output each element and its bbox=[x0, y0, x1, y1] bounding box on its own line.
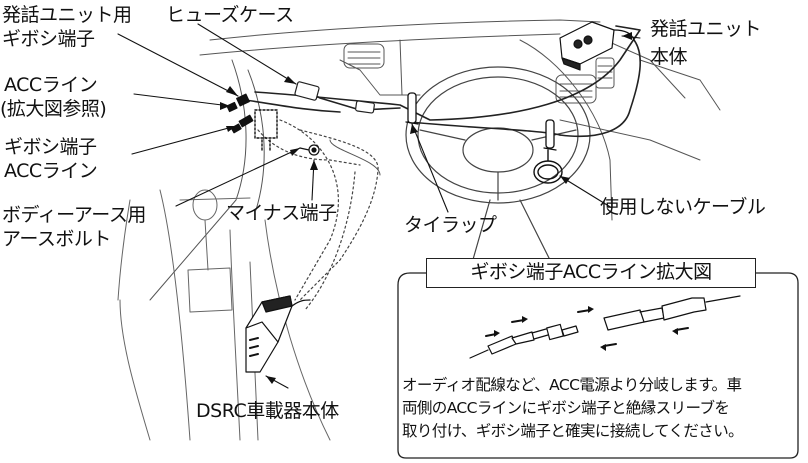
label-speech-unit-gibosi-line2: ギボシ端子 bbox=[2, 28, 95, 50]
callout-text-line: オーディオ配線など、ACC電源より分岐します。車 bbox=[402, 376, 742, 394]
callout-box bbox=[397, 272, 799, 459]
label-speech-unit-body-line1: 発話ユニット bbox=[650, 18, 762, 40]
label-minus-terminal: マイナス端子 bbox=[226, 202, 337, 224]
label-unused-cable: 使用しないケーブル bbox=[600, 196, 766, 218]
label-gibosi-terminal: ギボシ端子 bbox=[4, 136, 97, 158]
gibosi-connector-illustration bbox=[469, 295, 741, 359]
callout-arrowheads bbox=[494, 306, 678, 351]
label-gibosi-acc-line: ACCライン bbox=[4, 160, 98, 182]
label-fuse-case: ヒューズケース bbox=[166, 4, 294, 26]
dsrc-unit-device bbox=[245, 295, 311, 373]
label-speech-unit-body-line2: 本体 bbox=[650, 46, 688, 68]
label-body-earth: ボディーアース用 bbox=[2, 204, 146, 226]
callout-title: ギボシ端子ACCライン拡大図 bbox=[426, 258, 756, 288]
speech-unit-device bbox=[559, 21, 635, 71]
label-acc-line: ACCライン bbox=[4, 74, 98, 96]
acc-connectors bbox=[226, 93, 278, 151]
dotted-cables bbox=[257, 119, 379, 311]
label-dsrc-unit: DSRC車載器本体 bbox=[196, 400, 339, 422]
label-see-enlarged: (拡大図参照) bbox=[0, 98, 107, 120]
callout-text-line: 取り付け、ギボシ端子と確実に接続してください。 bbox=[402, 422, 744, 440]
fuse-case bbox=[294, 81, 375, 114]
callout-description: オーディオ配線など、ACC電源より分岐します。車 両側のACCラインにギボシ端子… bbox=[402, 374, 800, 443]
leader-arrowheads bbox=[220, 32, 632, 384]
tie-wraps bbox=[405, 92, 557, 151]
label-speech-unit-gibosi-line1: 発話ユニット用 bbox=[2, 4, 132, 26]
label-tie-wrap: タイラップ bbox=[404, 214, 497, 236]
steering-wheel bbox=[405, 66, 591, 281]
minus-terminal bbox=[299, 144, 320, 156]
label-earth-bolt: アースボルト bbox=[2, 228, 111, 250]
callout-text-line: 両側のACCラインにギボシ端子と絶縁スリーブを bbox=[402, 399, 730, 417]
unused-cable-coil bbox=[533, 149, 563, 184]
